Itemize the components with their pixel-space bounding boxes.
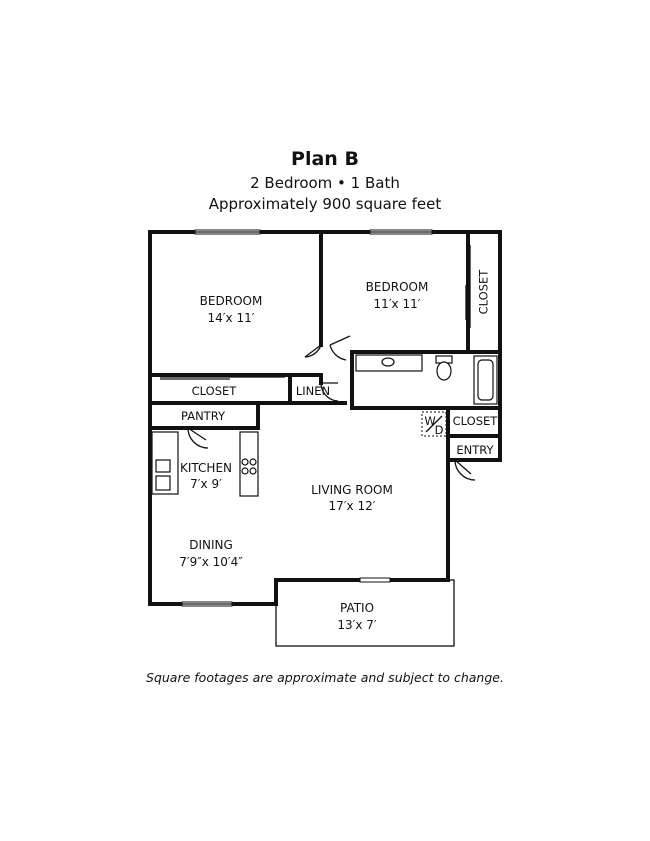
- dryer-label: D: [435, 423, 444, 437]
- pantry-label: PANTRY: [181, 409, 226, 423]
- washer-label: W: [424, 414, 435, 428]
- closet-bedroom2-label: CLOSET: [477, 269, 491, 315]
- kitchen-fixtures: [151, 431, 259, 497]
- interior-walls: [148, 230, 502, 462]
- kitchen-size: 7′x 9′: [190, 477, 222, 491]
- bathroom-fixtures: [355, 354, 498, 405]
- windows: [181, 229, 433, 607]
- plan-subtitle-area: Approximately 900 square feet: [208, 195, 442, 213]
- sliding-doors: [160, 245, 471, 380]
- plan-subtitle-rooms: 2 Bedroom • 1 Bath: [250, 174, 400, 192]
- bedroom2-label: BEDROOM: [366, 280, 429, 294]
- patio-size: 13′x 7′: [337, 618, 377, 632]
- plan-title: Plan B: [291, 148, 359, 170]
- footnote: Square footages are approximate and subj…: [146, 670, 504, 685]
- dining-size: 7′9″x 10′4″: [179, 555, 243, 569]
- linen-label: LINEN: [296, 384, 330, 398]
- entry-label: ENTRY: [456, 443, 494, 457]
- bedroom1-label: BEDROOM: [200, 294, 263, 308]
- patio-label: PATIO: [340, 601, 374, 615]
- closet-entry-label: CLOSET: [453, 414, 499, 428]
- living-room-label: LIVING ROOM: [311, 483, 393, 497]
- washer-dryer: [421, 411, 447, 437]
- bedroom1-size: 14′x 11′: [208, 311, 255, 325]
- dining-label: DINING: [189, 538, 233, 552]
- bedroom2-size: 11′x 11′: [374, 297, 421, 311]
- closet-bedroom1-label: CLOSET: [192, 384, 238, 398]
- door-swings: [187, 335, 476, 481]
- kitchen-label: KITCHEN: [180, 461, 232, 475]
- living-room-size: 17′x 12′: [329, 499, 376, 513]
